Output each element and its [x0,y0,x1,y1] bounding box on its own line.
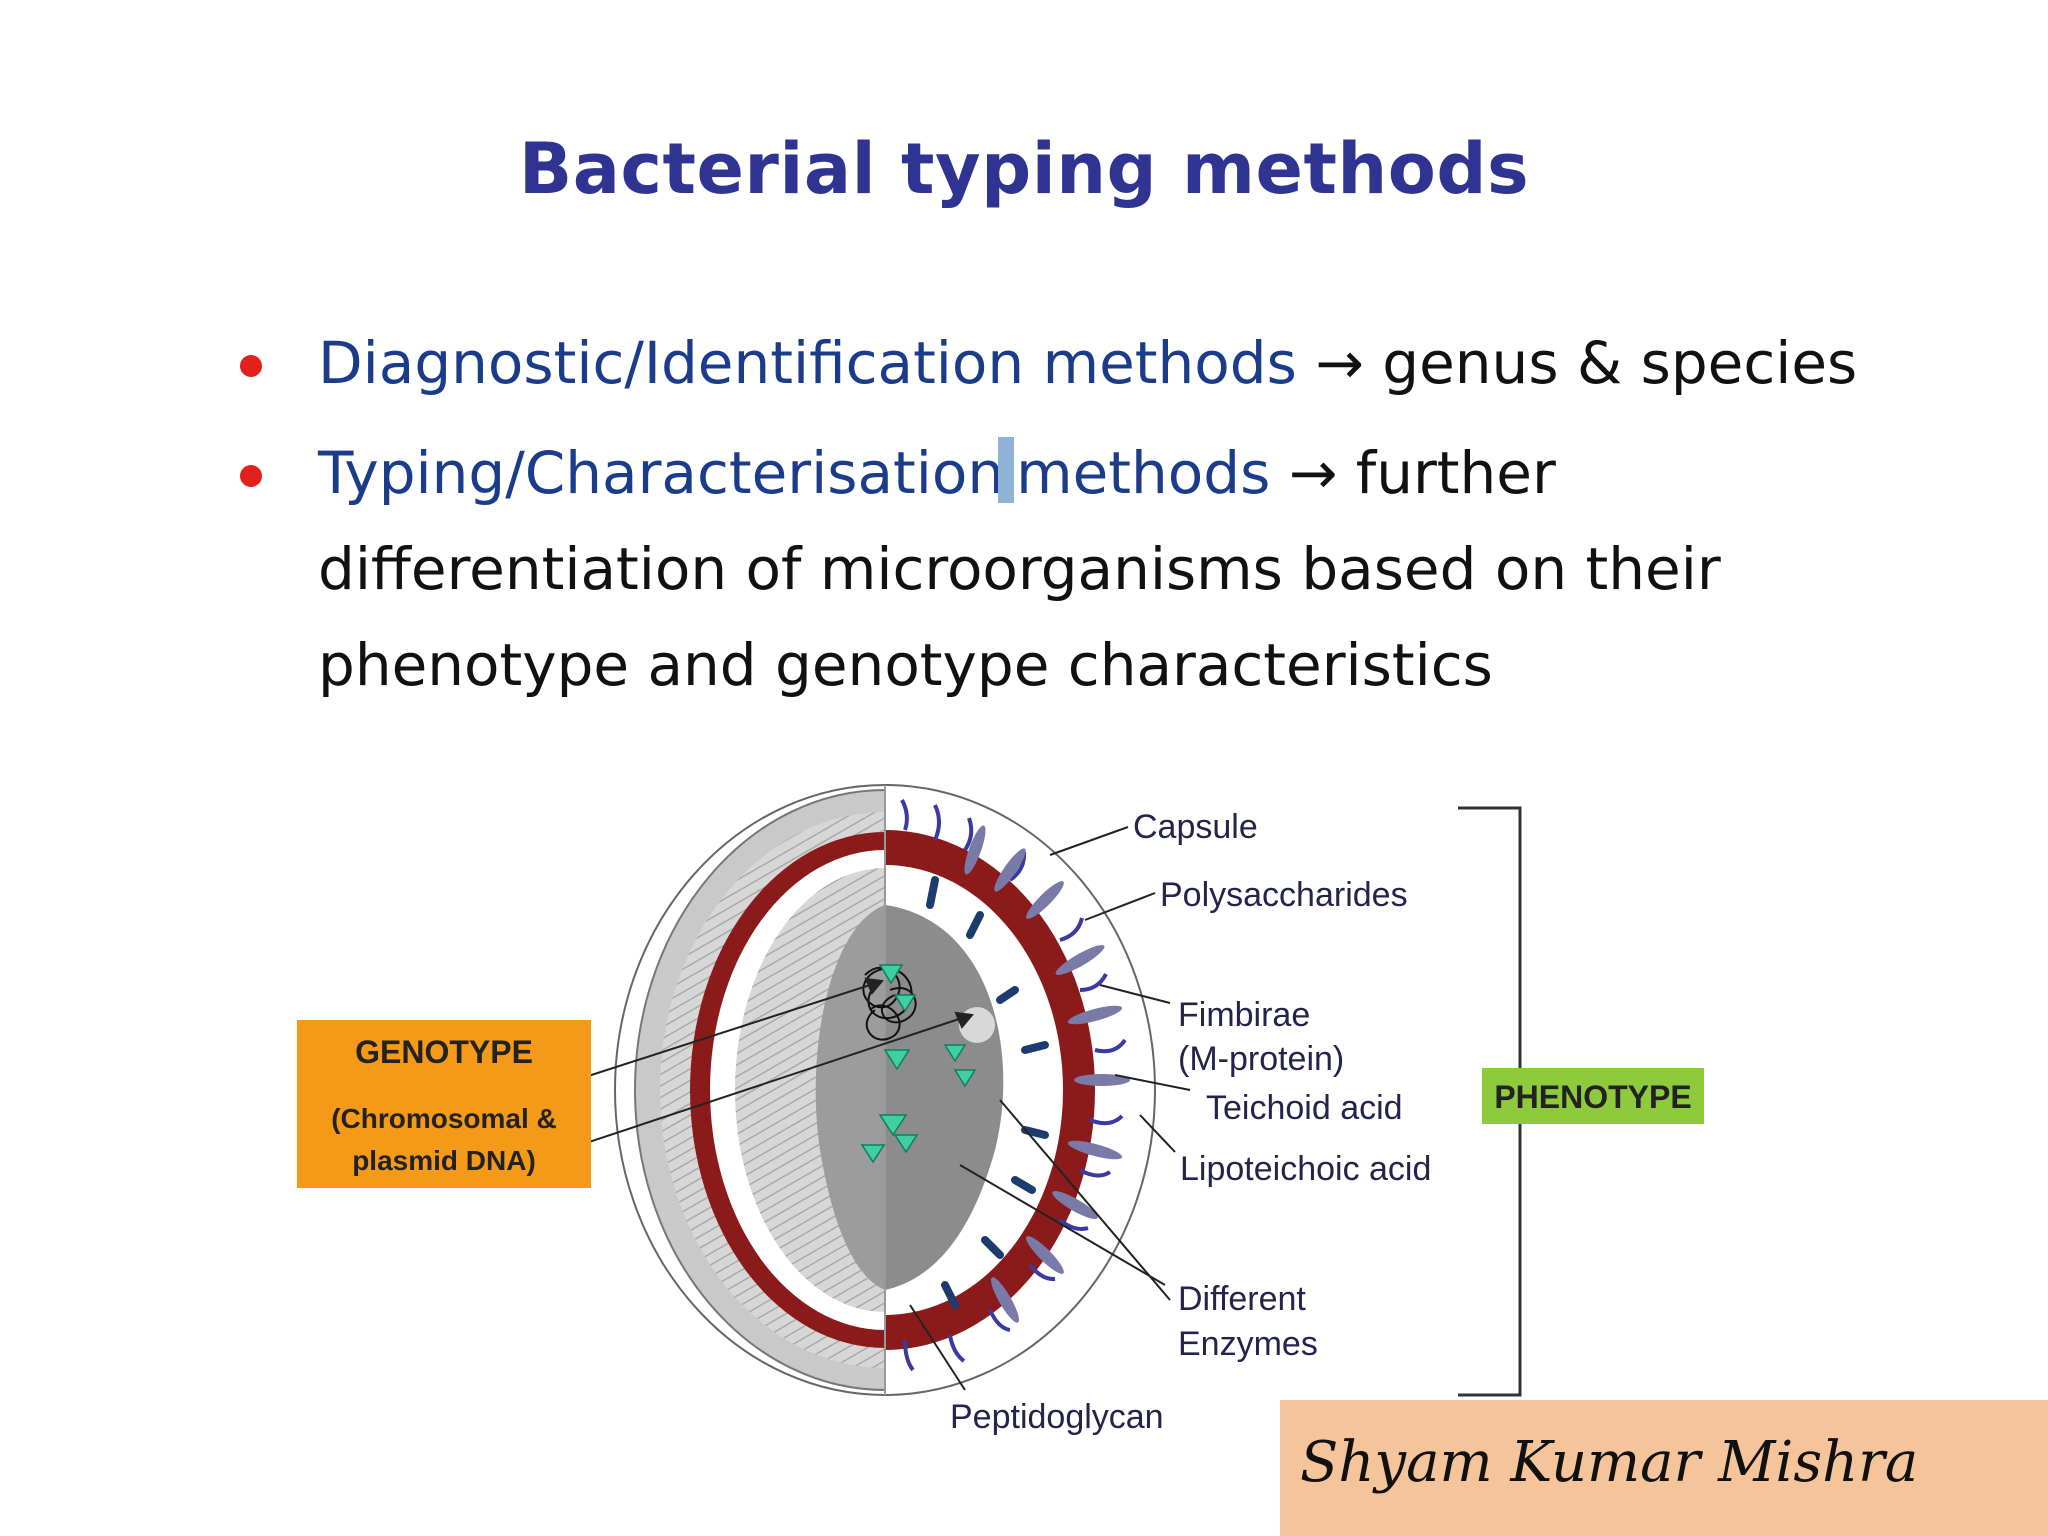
label-m-protein: (M-protein) [1178,1040,1344,1078]
bullet-rest: further [1355,439,1556,507]
arrow-icon: → [1315,329,1364,397]
phenotype-title: PHENOTYPE [1494,1079,1691,1115]
bullet-dot [240,355,262,377]
label-peptidoglycan: Peptidoglycan [950,1398,1164,1436]
bullet-rest-line-2: phenotype and genotype characteristics [318,631,1493,699]
bullet-rest-line-1: differentiation of microorganisms based … [318,535,1721,603]
label-enzymes: Enzymes [1178,1325,1318,1363]
slide-title: Bacterial typing methods [518,128,1530,210]
bullet-text: Diagnostic/Identification methods → genu… [318,315,1857,411]
bullet-diagnostic: Diagnostic/Identification methods → genu… [240,315,1857,411]
genotype-line-2: plasmid DNA) [352,1145,536,1176]
text-cursor-highlight [998,437,1015,503]
cytoplasmic-proteins [860,964,977,1164]
label-lipoteichoic-acid: Lipoteichoic acid [1180,1150,1431,1188]
arrow-icon: → [1288,439,1338,507]
leader-lines [909,826,1191,1391]
bullet-lead: Diagnostic/Identification methods [318,329,1297,397]
author-signature: Shyam Kumar Mishra [1300,1430,1919,1495]
genotype-title: GENOTYPE [355,1034,533,1070]
bullet-lead-2: methods [1016,439,1271,507]
genotype-box [297,1020,591,1188]
bullet-dot [240,465,262,487]
label-teichoid-acid: Teichoid acid [1206,1089,1403,1127]
bullet-lead: Typing/Characterisation [318,439,1005,507]
phenotype-box [1482,1068,1704,1124]
label-capsule: Capsule [1133,808,1258,846]
genotype-arrows [544,977,974,1151]
chromosomal-dna [862,966,917,1041]
label-fimbirae: Fimbirae [1178,996,1310,1034]
surface-fimbriae [900,799,1127,1372]
genotype-line-1: (Chromosomal & [331,1103,557,1134]
label-polysaccharides: Polysaccharides [1160,876,1408,914]
signature-strip: Shyam Kumar Mishra [1280,1400,2048,1536]
surface-polysaccharides [964,825,1130,1323]
bullet-rest: genus & species [1382,329,1858,397]
membrane-proteins [926,876,1049,1309]
label-different: Different [1178,1280,1306,1318]
